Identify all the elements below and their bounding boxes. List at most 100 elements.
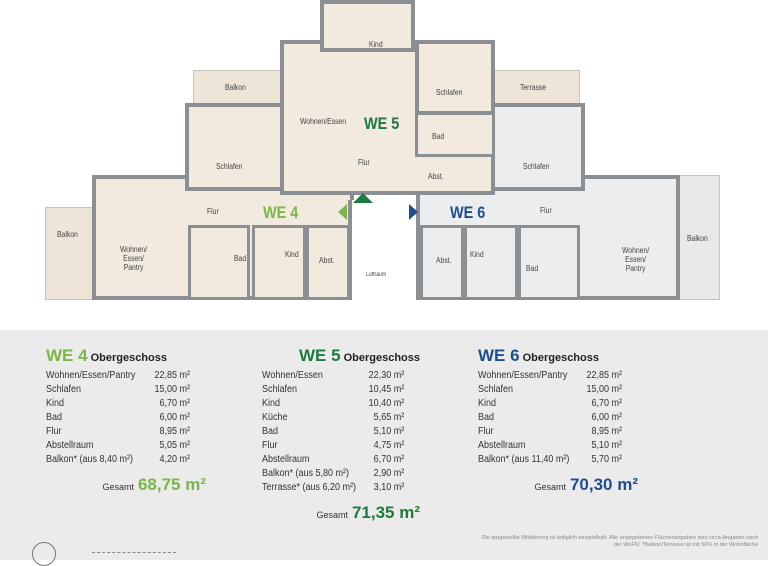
floor-plan: WE 4 WE 5 WE 6 Kind Wohnen/Essen Schlafe… xyxy=(45,0,720,300)
table-row: Flur 4,75 m² xyxy=(262,439,404,453)
row-room: Kind xyxy=(478,398,497,409)
total-value: 68,75 m² xyxy=(137,475,206,494)
room-label: Balkon xyxy=(687,234,708,243)
table-row: Flur 8,95 m² xyxy=(46,425,190,439)
room-label: Bad xyxy=(234,254,247,263)
room-label: Wohnen/ Essen/ Pantry xyxy=(120,245,148,272)
balkon-we4 xyxy=(45,207,95,300)
row-area: 6,70 m² xyxy=(373,454,405,465)
total-label: Gesamt xyxy=(316,510,348,520)
room-label: Kind xyxy=(285,250,299,259)
row-room: Balkon* (aus 5,80 m²) xyxy=(262,468,350,479)
total-label: Gesamt xyxy=(102,482,134,492)
row-area: 22,85 m² xyxy=(586,370,622,381)
room-label: Abst. xyxy=(436,256,452,265)
row-area: 5,10 m² xyxy=(373,426,405,437)
row-area: 3,10 m² xyxy=(373,482,405,493)
room-label: Abst. xyxy=(428,172,444,181)
we5-label: WE 5 xyxy=(364,114,400,133)
we4-kind xyxy=(252,225,306,300)
room-label: Abst. xyxy=(319,256,335,265)
row-area: 8,95 m² xyxy=(159,426,190,437)
row-room: Balkon* (aus 8,40 m²) xyxy=(46,454,134,465)
we6-kind xyxy=(464,225,518,300)
table-row: Balkon* (aus 5,80 m²) 2,90 m² xyxy=(262,467,404,481)
footnote: Die dargestellte Möblierung ist lediglic… xyxy=(481,535,758,548)
row-room: Abstellraum xyxy=(478,440,526,451)
we6-bad xyxy=(518,225,580,300)
row-room: Flur xyxy=(262,440,278,451)
row-room: Schlafen xyxy=(46,384,82,395)
row-area: 22,85 m² xyxy=(154,370,190,381)
row-room: Bad xyxy=(478,412,495,423)
table-row: Wohnen/Essen/Pantry 22,85 m² xyxy=(46,369,190,383)
unit-title: WE 4 xyxy=(46,346,88,365)
row-area: 8,95 m² xyxy=(591,426,622,437)
floor-label: Obergeschoss xyxy=(343,352,420,364)
row-room: Kind xyxy=(262,398,281,409)
row-area: 6,70 m² xyxy=(591,398,622,409)
room-label: Kind xyxy=(470,250,484,259)
row-room: Abstellraum xyxy=(262,454,310,465)
we4-bad xyxy=(188,225,250,300)
row-area: 4,75 m² xyxy=(373,440,405,451)
total-label: Gesamt xyxy=(534,482,566,492)
table-row: Balkon* (aus 11,40 m²)5,70 m² xyxy=(478,453,622,467)
we6-abst xyxy=(420,225,464,300)
entrance-arrow-left-icon xyxy=(338,204,347,220)
row-room: Wohnen/Essen xyxy=(262,370,323,381)
table-row: Schlafen 10,45 m² xyxy=(262,383,404,397)
row-area: 10,45 m² xyxy=(368,384,405,395)
room-label: Bad xyxy=(432,132,445,141)
room-label: Wohnen/Essen xyxy=(300,117,346,126)
total-value: 70,30 m² xyxy=(569,475,638,494)
row-room: Flur xyxy=(46,426,62,437)
room-label: Schlafen xyxy=(436,88,463,97)
scale-bar xyxy=(92,552,176,553)
floor-label: Obergeschoss xyxy=(90,352,167,364)
we4-abst xyxy=(306,225,350,300)
row-area: 5,65 m² xyxy=(373,412,405,423)
row-room: Abstellraum xyxy=(46,440,94,451)
staircase xyxy=(348,200,420,300)
table-row: Küche 5,65 m² xyxy=(262,411,404,425)
we5-kind xyxy=(320,0,415,52)
row-area: 2,90 m² xyxy=(373,468,405,479)
room-label: Flur xyxy=(358,158,370,167)
we5-schlafen xyxy=(415,40,495,115)
row-area: 15,00 m² xyxy=(586,384,622,395)
room-label: Flur xyxy=(540,206,552,215)
row-room: Küche xyxy=(262,412,288,423)
table-row: Bad 6,00 m² xyxy=(46,411,190,425)
row-room: Terrasse* (aus 6,20 m²) xyxy=(262,482,357,493)
table-row: Abstellraum 6,70 m² xyxy=(262,453,404,467)
row-room: Schlafen xyxy=(262,384,298,395)
row-area: 6,00 m² xyxy=(159,412,190,423)
table-row: Terrasse* (aus 6,20 m²) 3,10 m² xyxy=(262,481,404,495)
row-room: Bad xyxy=(46,412,63,423)
row-area: 6,70 m² xyxy=(159,398,190,409)
room-label: Flur xyxy=(207,207,219,216)
room-label: Schlafen xyxy=(523,162,550,171)
room-label: Schlafen xyxy=(216,162,243,171)
row-room: Wohnen/Essen/Pantry xyxy=(46,370,136,381)
entrance-arrow-up-icon xyxy=(353,193,373,203)
row-area: 6,00 m² xyxy=(591,412,622,423)
we4-schlafen xyxy=(185,103,285,191)
row-area: 5,05 m² xyxy=(159,440,190,451)
room-label: Balkon xyxy=(225,83,246,92)
row-area: 22,30 m² xyxy=(368,370,405,381)
row-area: 15,00 m² xyxy=(154,384,190,395)
row-room: Bad xyxy=(262,426,279,437)
row-area: 10,40 m² xyxy=(368,398,405,409)
room-label: Balkon xyxy=(57,230,78,239)
entrance-arrow-right-icon xyxy=(409,204,418,220)
